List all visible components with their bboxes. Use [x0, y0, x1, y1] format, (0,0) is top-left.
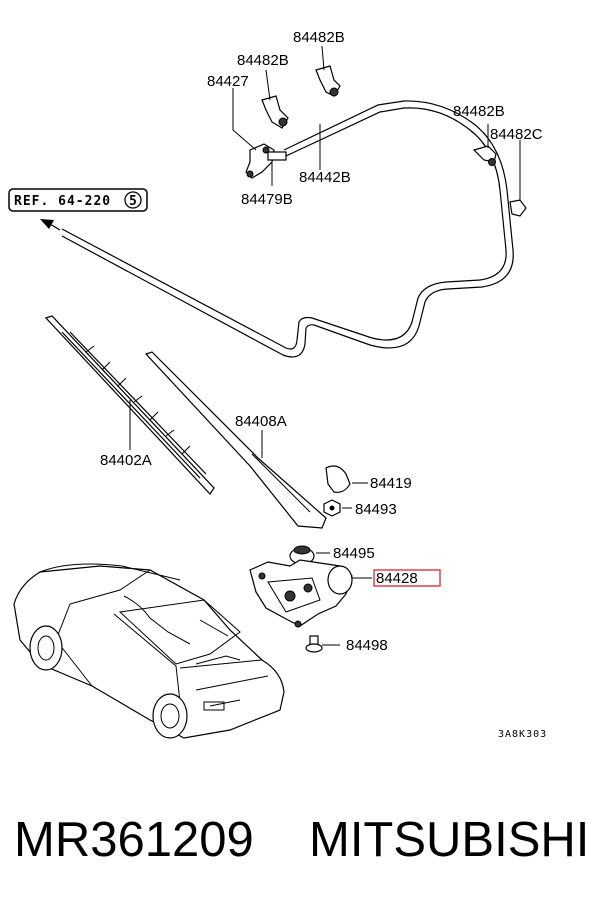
nut-84493	[323, 499, 352, 517]
wiper-arm-84408a	[144, 351, 327, 529]
bolt-84498	[305, 635, 340, 653]
label-84493: 84493	[355, 501, 397, 518]
grommet-84495	[289, 545, 330, 565]
label-84482c: 84482C	[490, 126, 543, 143]
caption-brand: MITSUBISHI	[309, 813, 590, 867]
clip-84482b-left	[261, 69, 289, 129]
label-84402a: 84402A	[100, 452, 152, 469]
wiper-motor-84428	[249, 559, 372, 628]
clip-84482b-top	[315, 45, 341, 97]
car-illustration	[13, 563, 285, 739]
reference-circled-number: 5	[129, 194, 138, 209]
caption-part-number: MR361209	[14, 813, 254, 867]
label-84427: 84427	[207, 73, 249, 90]
label-84495: 84495	[333, 545, 375, 562]
drawing-code: 3A8K303	[498, 729, 547, 740]
parts-diagram: REF. 64-220 5	[8, 29, 547, 740]
label-84482b-right: 84482B	[453, 103, 505, 120]
highlight-box-84428	[373, 569, 441, 587]
reference-text: REF. 64-220	[14, 194, 111, 209]
label-84498: 84498	[346, 637, 388, 654]
label-84479b: 84479B	[241, 191, 293, 208]
reference-box: REF. 64-220 5	[8, 188, 148, 212]
label-84482b-left: 84482B	[237, 52, 289, 69]
cap-84419	[325, 465, 368, 493]
label-84428: 84428	[376, 570, 418, 587]
label-84419: 84419	[370, 475, 412, 492]
clip-84482c	[509, 140, 527, 217]
wiper-blade-84402a	[44, 315, 215, 495]
label-84442b: 84442B	[299, 169, 351, 186]
joint-84479b	[267, 151, 287, 186]
washer-hose	[61, 100, 514, 358]
label-84408a: 84408A	[235, 413, 287, 430]
clip-84482b-right	[472, 124, 497, 166]
reference-arrow	[40, 219, 61, 231]
label-84482b-top: 84482B	[293, 29, 345, 46]
nozzle-84427	[232, 88, 275, 179]
